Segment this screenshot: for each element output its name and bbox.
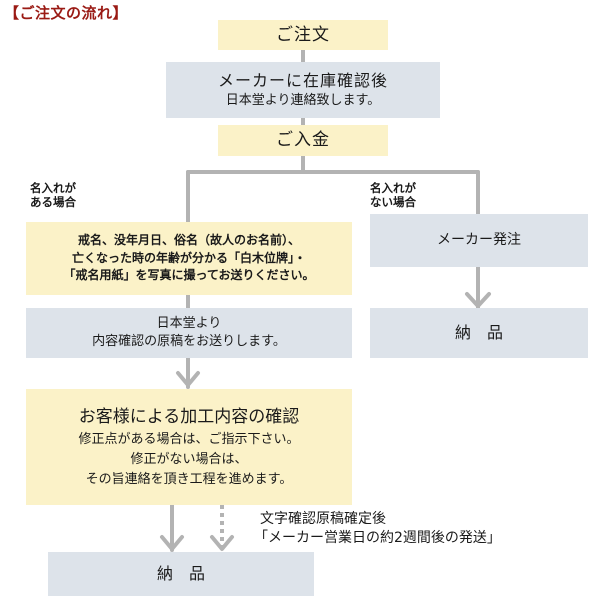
maker-order-label: メーカー発注	[437, 232, 521, 249]
confirm-heading: お客様による加工内容の確認	[78, 406, 300, 427]
proof-line2: 内容確認の原稿をお送りします。	[92, 334, 286, 349]
step-order: ご注文	[218, 20, 388, 50]
arrow-confirm-delivery-head	[160, 535, 184, 551]
send-info-line2: 亡くなった時の年齢が分かる「白木位牌」・	[71, 250, 306, 265]
label-with-engraving-line2: ある場合	[30, 195, 76, 210]
step-proof: 日本堂より 内容確認の原稿をお送りします。	[26, 308, 352, 358]
proof-line1: 日本堂より	[156, 316, 222, 332]
dashed-arrow-head	[210, 535, 234, 551]
confirm-line2: 修正がない場合は、	[130, 452, 248, 468]
step-delivery-right: 納 品	[370, 308, 588, 358]
step-payment-label: ご入金	[276, 130, 330, 151]
confirm-line3: その旨連絡を頂き工程を進めます。	[85, 472, 293, 488]
arrow-maker-delivery-head	[465, 292, 491, 308]
label-without-engraving: 名入れが ない場合	[370, 181, 416, 210]
label-without-engraving-line2: ない場合	[370, 195, 416, 210]
label-with-engraving-line1: 名入れが	[30, 181, 76, 195]
send-info-line3: 「戒名用紙」を写真に撮ってお送りください。	[63, 268, 315, 283]
label-with-engraving: 名入れが ある場合	[30, 181, 76, 210]
step-send-info: 戒名、没年月日、俗名（故人のお名前）、 亡くなった時の年齢が分かる「白木位牌」・…	[26, 222, 352, 295]
step-maker-check: メーカーに在庫確認後 日本堂より連絡致します。	[166, 62, 440, 118]
step-customer-confirm: お客様による加工内容の確認 修正点がある場合は、ご指示下さい。 修正がない場合は…	[26, 389, 352, 505]
shipping-note-line2: 「メーカー営業日の約2週間後の発送」	[254, 529, 501, 546]
shipping-note-line1: 文字確認原稿確定後	[260, 511, 386, 527]
confirm-line1: 修正点がある場合は、ご指示下さい。	[78, 431, 300, 447]
maker-check-line2: 日本堂より連絡致します。	[225, 93, 381, 109]
shipping-note: 文字確認原稿確定後 「メーカー営業日の約2週間後の発送」	[254, 510, 501, 548]
send-info-line1: 戒名、没年月日、俗名（故人のお名前）、	[77, 233, 300, 248]
page-title: 【ご注文の流れ】	[4, 4, 129, 22]
delivery-right-label: 納 品	[454, 323, 503, 343]
delivery-left-label: 納 品	[156, 564, 205, 584]
step-payment: ご入金	[218, 125, 388, 156]
step-delivery-left: 納 品	[48, 552, 314, 596]
step-order-label: ご注文	[276, 24, 330, 45]
label-without-engraving-line1: 名入れが	[370, 181, 416, 195]
arrow-proof-confirm-head	[176, 371, 200, 387]
maker-check-line1: メーカーに在庫確認後	[217, 71, 388, 91]
step-maker-order: メーカー発注	[370, 214, 588, 267]
